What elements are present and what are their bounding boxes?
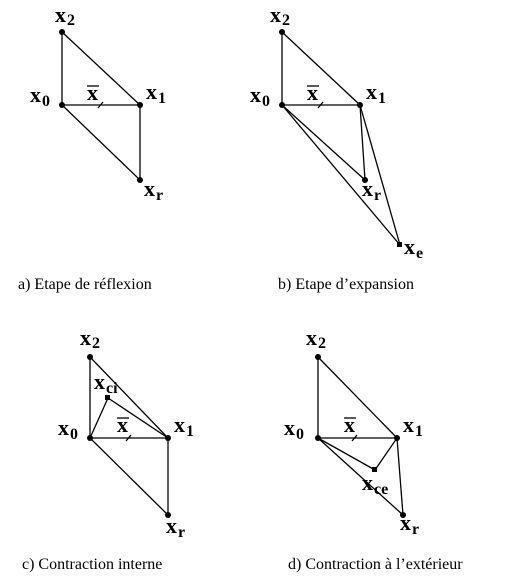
point-x1 (394, 435, 400, 441)
point-xr (137, 177, 143, 183)
edge-x2-x1 (317, 356, 398, 439)
point-x2 (315, 354, 321, 360)
caption-inside-contraction: c) Contraction interne (22, 556, 162, 573)
label-x2: x2 (55, 2, 75, 29)
label-x1: x1 (146, 79, 166, 107)
edge-x2-x1 (61, 31, 141, 106)
label-x0: x0 (58, 415, 78, 443)
label-xe: xe (404, 234, 423, 262)
point-xr (400, 512, 406, 518)
point-x0 (315, 435, 321, 441)
point-x2 (279, 29, 285, 35)
centroid-tick (97, 101, 104, 109)
label-xbar: x (307, 80, 318, 105)
label-x0: x0 (30, 82, 50, 110)
edge-xce-x1 (374, 437, 398, 471)
panel-inside-contraction: x2 x0 x1 xr xci x c) Contraction interne (22, 325, 194, 573)
label-xci: xci (94, 369, 118, 397)
label-xr: xr (166, 513, 185, 541)
edge-x0-xci (89, 397, 109, 439)
point-xe (397, 242, 402, 247)
point-x2 (59, 29, 65, 35)
label-x2: x2 (270, 2, 290, 29)
edge-x0-xr (317, 437, 404, 516)
caption-reflection: a) Etape de réflexion (18, 276, 152, 293)
label-xbar: x (117, 412, 128, 437)
edge-x1-xr (396, 437, 404, 516)
caption-outside-contraction: d) Contraction à l’extérieur (288, 556, 463, 573)
label-xce: xce (362, 470, 388, 498)
point-x2 (87, 354, 93, 360)
caption-expansion: b) Etape d’expansion (278, 276, 414, 293)
label-x2: x2 (80, 325, 100, 352)
edge-x2-x1 (281, 31, 361, 106)
point-x0 (59, 102, 65, 108)
point-x0 (87, 435, 93, 441)
edge-xci-x1 (107, 397, 169, 439)
label-x1: x1 (366, 79, 386, 107)
edge-x1-xr (359, 104, 366, 181)
point-xr (362, 177, 368, 183)
edge-x0-xr (89, 437, 169, 516)
edge-x0-xe (281, 104, 401, 246)
label-xbar: x (344, 412, 355, 437)
point-x1 (137, 102, 143, 108)
label-x0: x0 (284, 415, 304, 443)
panel-outside-contraction: x2 x0 x1 xr xce x d) Contraction à l’ext… (284, 325, 463, 573)
panel-expansion: x2 x0 x1 xr xe x b) Etape d’expansion (250, 2, 423, 293)
centroid-tick (351, 434, 358, 442)
point-xce (372, 467, 377, 472)
label-xr: xr (144, 176, 163, 204)
label-x1: x1 (174, 412, 194, 440)
point-x0 (279, 102, 285, 108)
edge-x1-xe (359, 104, 401, 246)
label-xr: xr (362, 176, 381, 204)
label-x1: x1 (403, 412, 423, 440)
point-x1 (357, 102, 363, 108)
edge-x0-xce (317, 437, 376, 471)
centroid-tick (317, 101, 324, 109)
point-xci (105, 395, 110, 400)
edge-x0-xr (281, 104, 366, 181)
label-xr: xr (400, 510, 419, 538)
edge-x0-xr (61, 104, 141, 181)
point-x1 (165, 435, 171, 441)
centroid-tick (125, 434, 132, 442)
label-xbar: x (87, 80, 98, 105)
edge-x2-x1 (89, 356, 169, 439)
panel-reflection: x2 x0 x1 xr x a) Etape de réflexion (18, 2, 166, 293)
label-x0: x0 (250, 82, 270, 110)
label-x2: x2 (306, 325, 326, 352)
point-xr (165, 512, 171, 518)
